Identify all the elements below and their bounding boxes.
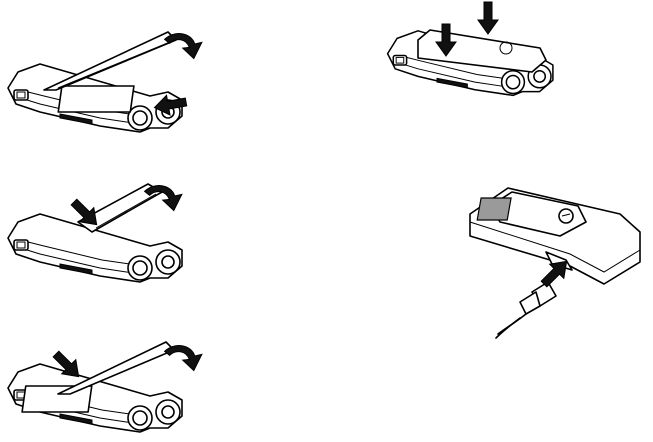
press-arrow-icon: [478, 2, 498, 34]
charger-plug-icon: [520, 282, 556, 314]
panel-connect-charger: [470, 188, 640, 338]
panel-remove-cover: [8, 28, 202, 132]
battery-cover-icon: [44, 32, 176, 90]
panel-replace-cover: [388, 2, 553, 95]
battery-icon: [58, 86, 134, 112]
panel-remove-battery: [8, 180, 182, 282]
panel-insert-battery: [8, 340, 202, 432]
